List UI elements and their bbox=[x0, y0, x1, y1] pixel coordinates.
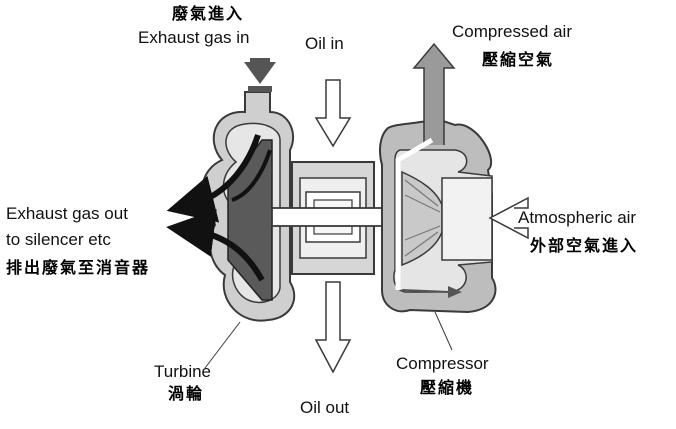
exhaust-out-label-en-line2: to silencer etc bbox=[6, 230, 111, 249]
compressed-air-flow bbox=[395, 137, 434, 290]
exhaust-flow-arrow-mid bbox=[231, 149, 272, 202]
exhaust-in-label-en: Exhaust gas in bbox=[138, 28, 250, 47]
oil-out-arrow bbox=[314, 281, 352, 374]
compressed-air-label-en: Compressed air bbox=[452, 22, 572, 41]
compressor-leader-line bbox=[434, 311, 453, 351]
atmospheric-air-arrow bbox=[488, 196, 529, 240]
oil-in-label: Oil in bbox=[305, 34, 344, 53]
exhaust-flow-arrow-lower bbox=[166, 209, 265, 282]
exhaust-out-label-zh: 排出廢氣至消音器 bbox=[6, 258, 151, 277]
oil-out-label: Oil out bbox=[300, 398, 350, 417]
compressor-inlet bbox=[441, 177, 493, 261]
turbine-leader-line bbox=[204, 321, 241, 369]
turbine-label-en: Turbine bbox=[154, 362, 212, 381]
compressor-label-zh: 壓縮機 bbox=[420, 378, 475, 397]
atmospheric-air-label-zh: 外部空氣進入 bbox=[530, 236, 639, 255]
exhaust-in-arrow bbox=[244, 58, 276, 92]
exhaust-flow-arrow-upper bbox=[166, 134, 261, 223]
compressed-air-flow-outline bbox=[401, 289, 451, 293]
compressor-label-en: Compressor bbox=[396, 354, 489, 373]
atmospheric-air-label-en: Atmospheric air bbox=[518, 208, 637, 227]
compressed-air-arrow bbox=[412, 42, 456, 145]
exhaust-out-label-en-line1: Exhaust gas out bbox=[6, 204, 128, 223]
compressed-air-flow-head bbox=[448, 286, 462, 298]
exhaust-in-label-zh: 廢氣進入 bbox=[172, 4, 245, 23]
oil-in-arrow bbox=[314, 79, 352, 148]
turbine-wheel bbox=[227, 139, 273, 301]
compressed-air-label-zh: 壓縮空氣 bbox=[482, 50, 555, 69]
compressor-wheel-blades bbox=[404, 179, 441, 257]
turbine-label-zh: 渦輪 bbox=[168, 384, 205, 403]
